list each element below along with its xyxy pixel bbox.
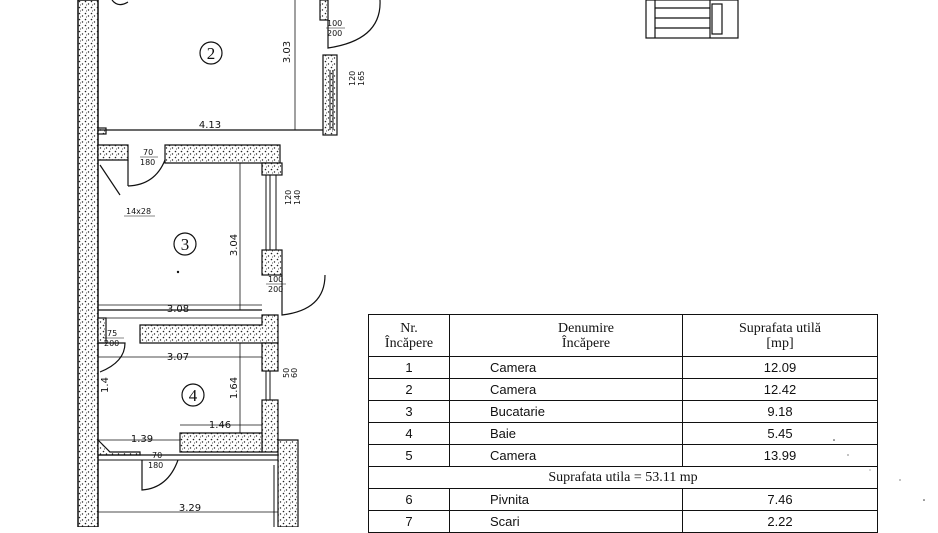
cell-nr: 7 — [368, 510, 450, 533]
header-name-line2: Încăpere — [561, 335, 611, 351]
dim-303: 3.03 — [282, 41, 293, 63]
room-2-walls — [97, 0, 338, 136]
cell-area: 12.09 — [682, 356, 878, 379]
cell-name: Scari — [449, 510, 683, 533]
cell-name: Pivnita — [449, 488, 683, 511]
opening-top-a: 100 — [327, 19, 342, 28]
header-area: Suprafata utilă [mp] — [682, 314, 878, 357]
cell-nr: 3 — [368, 400, 450, 423]
opening-door3-b: 200 — [268, 285, 283, 294]
dim-329: 3.29 — [179, 503, 201, 514]
dim-307: 3.07 — [167, 352, 189, 363]
dimension-lines — [98, 0, 323, 513]
dim-308: 3.08 — [167, 304, 189, 315]
room-marker-2: 2 — [199, 41, 223, 65]
opening-door5-b: 180 — [148, 461, 163, 470]
header-nr-line2: Încăpere — [384, 335, 434, 351]
table-row: 5 Camera 13.99 — [368, 444, 878, 467]
opening-door5-a: 70 — [152, 451, 162, 460]
opening-door2-b: 180 — [140, 158, 155, 167]
table-header-row: Nr. Încăpere Denumire Încăpere Suprafata… — [368, 314, 878, 357]
door-arc-room4 — [98, 342, 126, 373]
cell-nr: 5 — [368, 444, 450, 467]
dim-164: 1.64 — [229, 377, 240, 399]
cell-area: 5.45 — [682, 422, 878, 445]
cell-area: 13.99 — [682, 444, 878, 467]
svg-text:2: 2 — [207, 44, 216, 63]
wall-4-5 — [97, 432, 299, 527]
opening-door4-a: 75 — [107, 329, 117, 338]
cell-nr: 4 — [368, 422, 450, 445]
cell-name: Camera — [449, 444, 683, 467]
room-marker-4: 4 — [181, 383, 205, 407]
cell-area: 12.42 — [682, 378, 878, 401]
table-row: 7 Scari 2.22 — [368, 510, 878, 533]
svg-text:4: 4 — [189, 386, 198, 405]
cell-nr: 1 — [368, 356, 450, 379]
room-areas-table: Nr. Încăpere Denumire Încăpere Suprafata… — [368, 314, 878, 533]
table-row: 4 Baie 5.45 — [368, 422, 878, 445]
table-row: 6 Pivnita 7.46 — [368, 488, 878, 511]
table-row: 2 Camera 12.42 — [368, 378, 878, 401]
opening-win3-a: 50 — [282, 368, 291, 378]
opening-door4-b: 200 — [104, 339, 119, 348]
room-3-right-wall — [261, 162, 283, 276]
outer-wall-left — [77, 0, 99, 527]
opening-win2-b: 140 — [293, 190, 302, 205]
opening-door3-a: 100 — [268, 275, 283, 284]
door-arc-right — [281, 274, 326, 316]
door-arc-room5 — [141, 459, 179, 491]
door-arc-top — [327, 0, 381, 49]
table-row: 1 Camera 12.09 — [368, 356, 878, 379]
header-nr: Nr. Încăpere — [368, 314, 450, 357]
door-arc-top-left — [111, 0, 129, 6]
dim-413: 4.13 — [199, 120, 221, 131]
dim-304: 3.04 — [229, 234, 240, 256]
header-nr-line1: Nr. — [400, 320, 418, 336]
total-area: Suprafata utila = 53.11 mp — [368, 466, 878, 489]
dim-139: 1.39 — [131, 434, 153, 445]
cell-name: Baie — [449, 422, 683, 445]
opening-win3-b: 60 — [290, 368, 299, 378]
header-area-line2: [mp] — [766, 335, 794, 351]
cell-area: 7.46 — [682, 488, 878, 511]
stair-symbol — [645, 0, 739, 39]
header-area-line1: Suprafata utilă — [738, 320, 822, 336]
cell-name: Camera — [449, 378, 683, 401]
opening-door2-a: 70 — [143, 148, 153, 157]
table-row: 3 Bucatarie 9.18 — [368, 400, 878, 423]
room-marker-3: 3 — [173, 232, 197, 256]
cell-name: Camera — [449, 356, 683, 379]
opening-win1-b: 165 — [357, 71, 366, 86]
svg-text:3: 3 — [181, 235, 190, 254]
wall-3-4 — [97, 314, 279, 344]
dim-14: 1.4 — [100, 377, 111, 393]
room-4-right-wall — [261, 342, 279, 453]
cell-nr: 2 — [368, 378, 450, 401]
opening-top-b: 200 — [327, 29, 342, 38]
opening-win1-a: 120 — [348, 71, 357, 86]
vent-label: 14x28 — [126, 207, 151, 216]
header-name-line1: Denumire — [558, 320, 614, 336]
total-row: Suprafata utila = 53.11 mp — [368, 466, 878, 489]
cell-area: 2.22 — [682, 510, 878, 533]
wall-2-3 — [97, 144, 281, 164]
door-arc-room3 — [127, 159, 166, 187]
cell-nr: 6 — [368, 488, 450, 511]
dim-146: 1.46 — [209, 420, 231, 431]
header-name: Denumire Încăpere — [449, 314, 683, 357]
opening-win2-a: 120 — [284, 190, 293, 205]
cell-name: Bucatarie — [449, 400, 683, 423]
cell-area: 9.18 — [682, 400, 878, 423]
